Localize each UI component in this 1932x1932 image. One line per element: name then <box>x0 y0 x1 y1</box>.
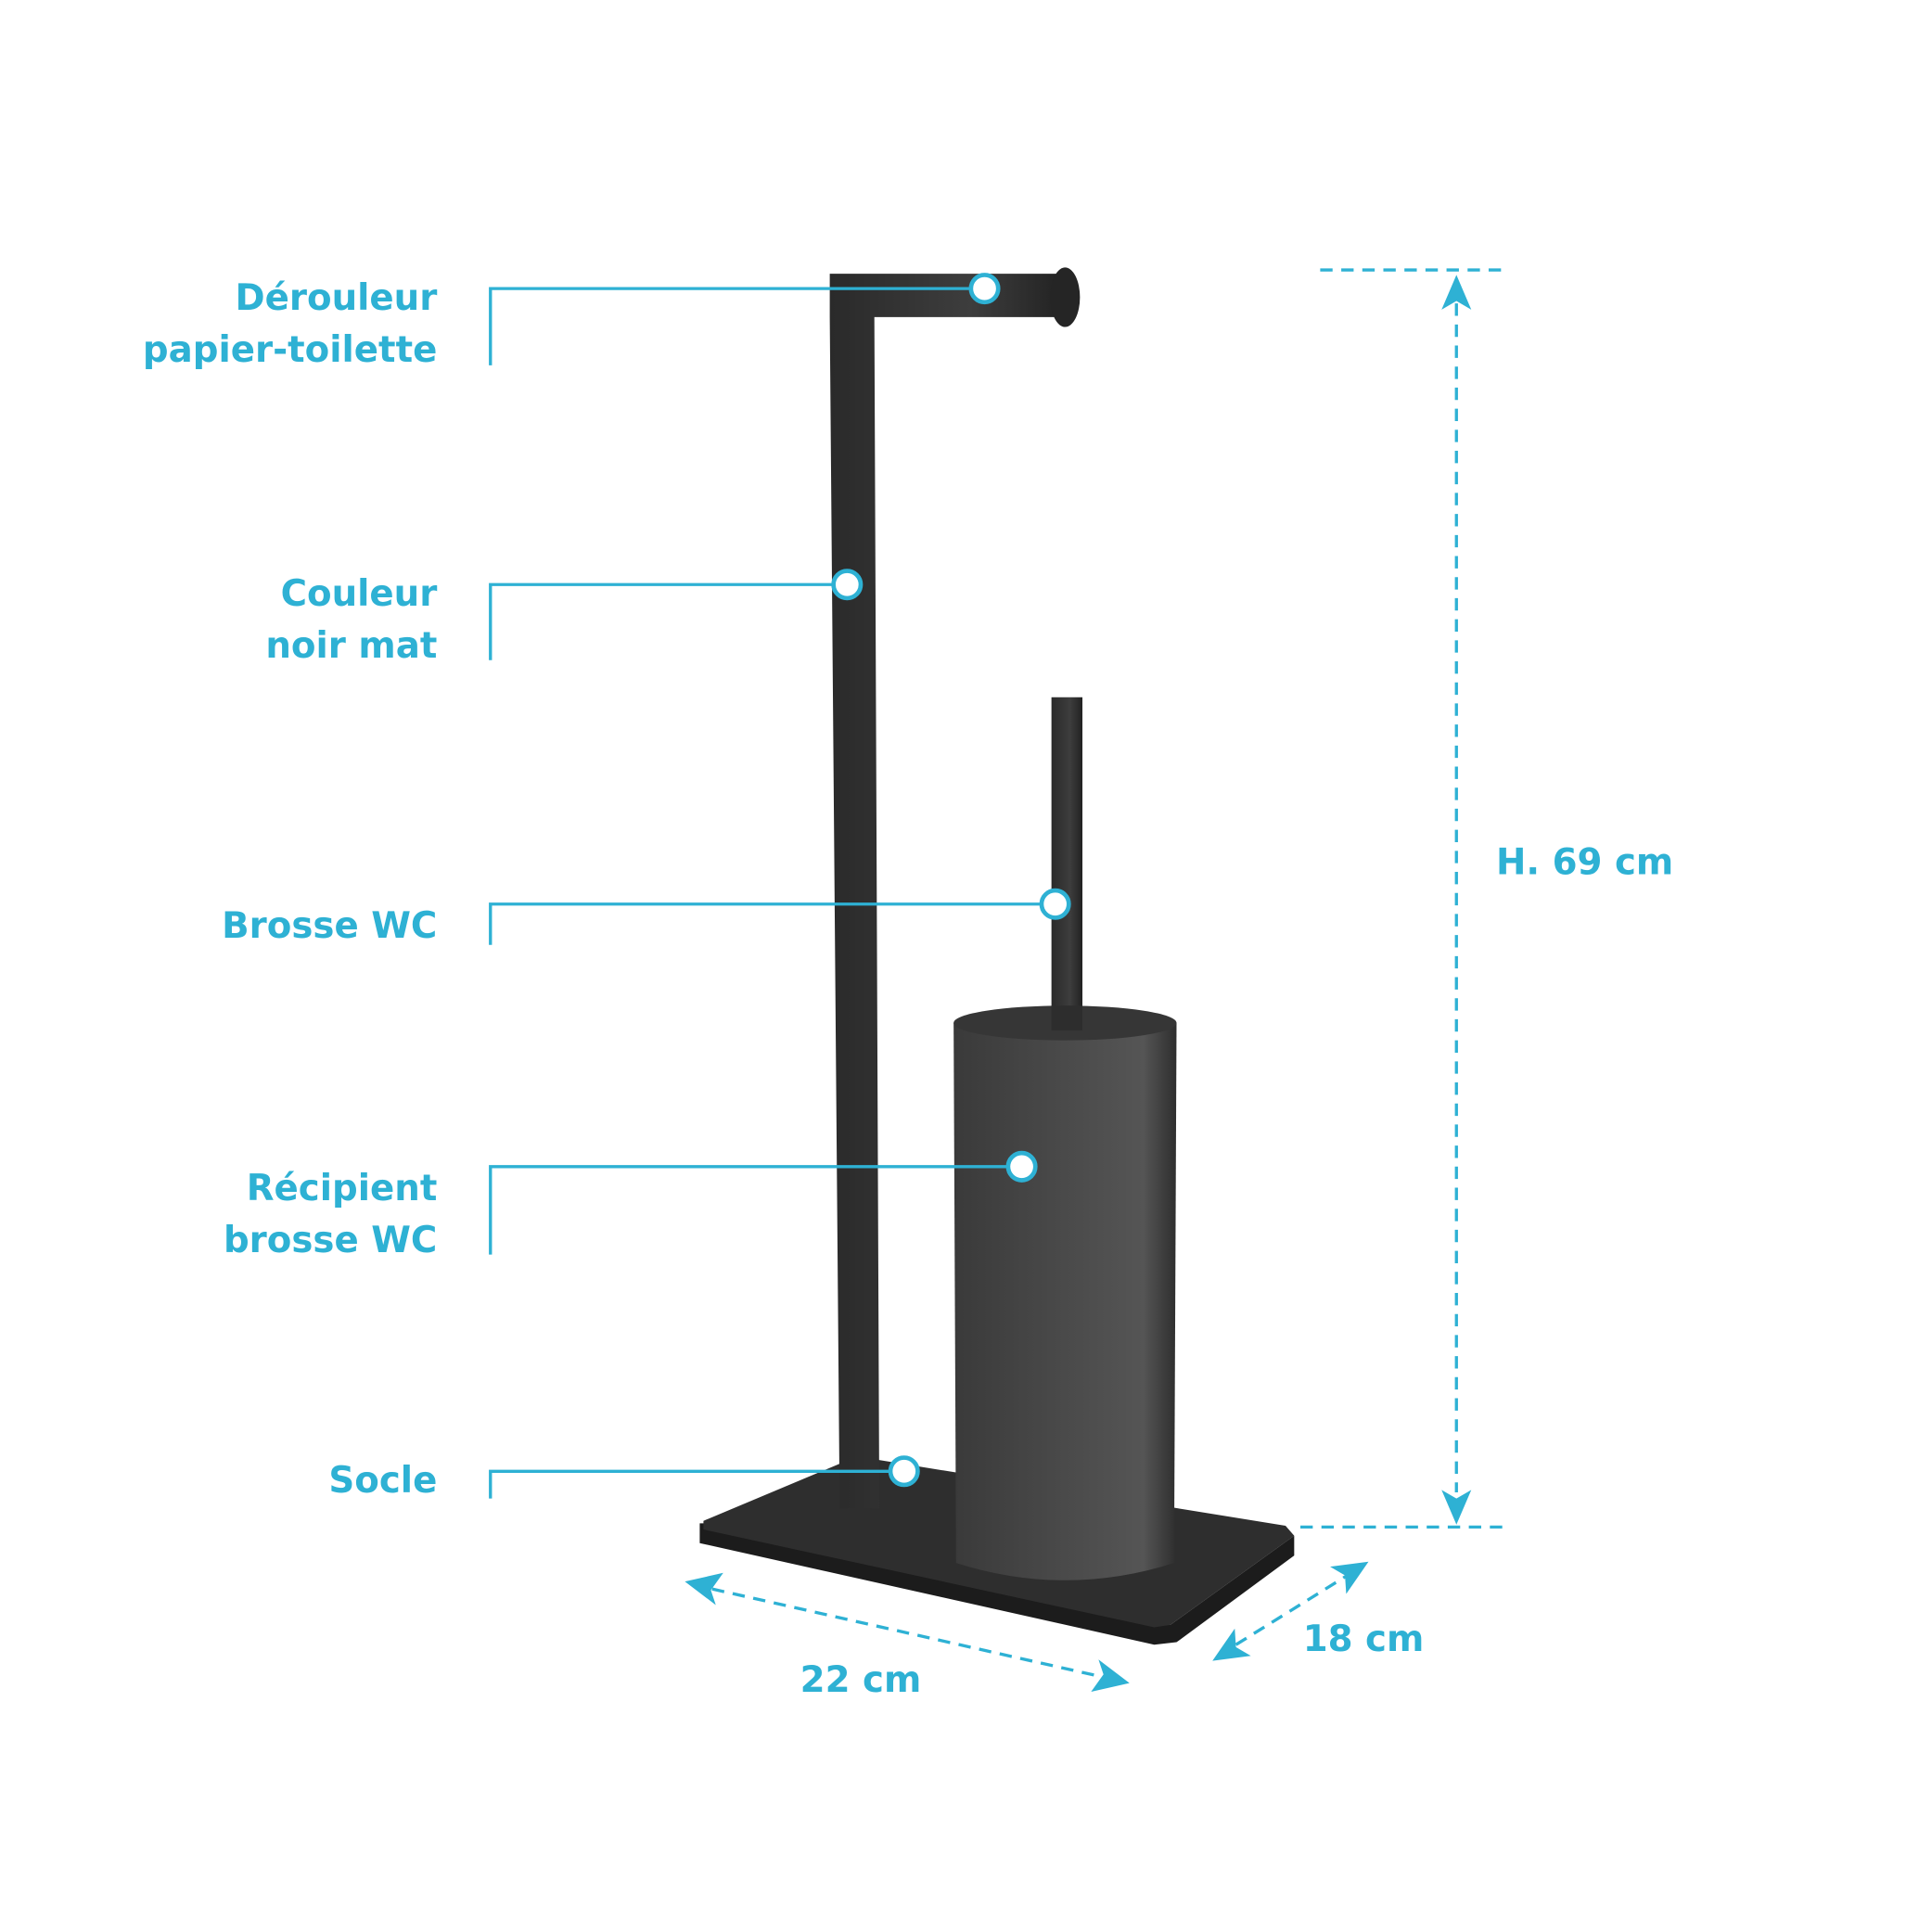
depth-label: 18 cm <box>1303 1619 1425 1660</box>
leader-line <box>489 582 848 660</box>
callout-label: brosse WC <box>224 1220 437 1261</box>
leader-line <box>489 902 1056 945</box>
height-label: H. 69 cm <box>1496 842 1673 884</box>
callout-label: Récipient <box>247 1168 438 1209</box>
arrow-down-left-icon <box>1212 1628 1251 1661</box>
toilet-paper-holder-pole <box>829 274 1066 1509</box>
brush-handle-base <box>1051 1005 1083 1030</box>
arrow-down-icon <box>1441 1490 1472 1525</box>
callout-dot <box>888 1455 920 1488</box>
callout-label: Socle <box>328 1460 437 1502</box>
leader-line <box>489 1469 904 1499</box>
callout-label: Brosse WC <box>222 905 437 947</box>
arrow-up-icon <box>1441 275 1472 310</box>
depth-dimension: 18 cm <box>1212 1561 1425 1661</box>
dimension-line <box>1235 1574 1349 1646</box>
brush-handle <box>1051 697 1083 1032</box>
callout-container: Récipient brosse WC <box>224 1150 1038 1261</box>
leader-line <box>489 1165 1022 1255</box>
brush-container <box>953 1022 1177 1580</box>
arrow-left-icon <box>685 1572 723 1606</box>
callout-dot <box>1005 1150 1038 1183</box>
leader-line <box>489 287 985 365</box>
callout-base: Socle <box>328 1455 920 1502</box>
callout-label: Couleur <box>281 573 438 615</box>
callout-dot <box>1039 888 1071 920</box>
callout-label: Dérouleur <box>235 277 437 319</box>
width-dimension: 22 cm <box>685 1572 1130 1701</box>
arrow-up-right-icon <box>1330 1561 1369 1594</box>
callout-dot <box>831 569 864 601</box>
callout-dot <box>968 273 1001 305</box>
callout-label: papier-toilette <box>143 329 437 371</box>
callout-holder: Dérouleur papier-toilette <box>143 273 1001 371</box>
product-illustration <box>699 267 1295 1645</box>
callout-color: Couleur noir mat <box>265 569 864 667</box>
arrow-right-icon <box>1091 1659 1130 1692</box>
callout-brush: Brosse WC <box>222 888 1071 947</box>
dimension-line <box>711 1587 1103 1679</box>
callout-label: noir mat <box>265 625 437 667</box>
height-dimension: H. 69 cm <box>1300 268 1673 1529</box>
width-label: 22 cm <box>800 1659 922 1701</box>
holder-end-cap <box>1050 267 1081 327</box>
